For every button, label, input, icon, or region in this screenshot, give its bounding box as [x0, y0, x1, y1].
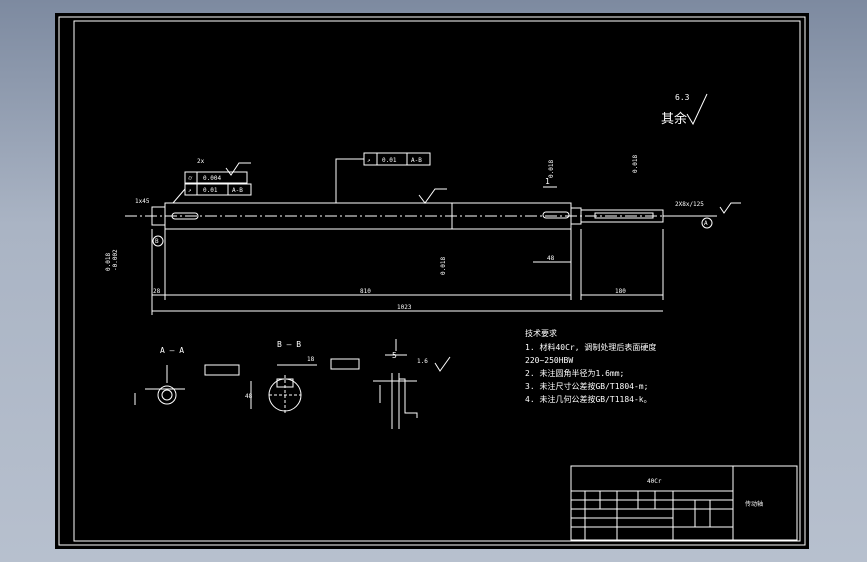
section-a: A — A: [134, 346, 185, 405]
keyway-left: [171, 212, 199, 220]
roughness-mark-mid: [418, 188, 447, 204]
title-block: 40Cr 传动轴: [570, 465, 798, 541]
outer-border: [58, 16, 806, 546]
section-b: B — B 18 48: [204, 340, 360, 413]
tol-1-value: 0.004: [203, 175, 221, 182]
dim-section-length: 18: [307, 356, 315, 363]
tech-req-title: 技术要求: [525, 328, 557, 338]
dim-right-end: 180: [615, 288, 626, 295]
detail-sub: 1.6: [417, 358, 428, 365]
dim-middle: 810: [360, 288, 371, 295]
tol-upper-right-2: 0.018: [632, 155, 639, 173]
roughness-symbol: [686, 93, 708, 126]
tol-leader-mid: [335, 158, 364, 203]
tech-req-line-4: 3. 未注尺寸公差按GB/T1804-m;: [525, 381, 648, 391]
title-drawing-name: 传动轴: [745, 500, 763, 508]
tech-req-line-5: 4. 未注几何公差按GB/T1184-k。: [525, 394, 652, 404]
section-b-label: B — B: [277, 340, 301, 349]
dim-section-height: 48: [245, 393, 253, 400]
datum-b-label: B: [155, 238, 159, 245]
datum-circle-b: [152, 235, 164, 247]
roughness-mark-left: [225, 162, 251, 176]
drawing-sheet: 其余 6.3 B A ⌭ 0.004 ↗ 0.01 A-B 2x ↗: [55, 13, 809, 549]
tol-upper-left: 0.018: [105, 253, 112, 271]
spline-label: 2X8x/125: [675, 201, 704, 208]
section-a-label: A — A: [160, 346, 184, 355]
roughness-label: 其余: [661, 111, 687, 127]
dim-left-end: 28: [153, 288, 161, 295]
drawing-canvas: 其余 6.3 B A ⌭ 0.004 ↗ 0.01 A-B 2x ↗: [58, 16, 806, 546]
tech-req-line-2: 220~250HBW: [525, 356, 573, 365]
datum-circle-a: [701, 217, 713, 229]
datum-a-label: A: [704, 220, 708, 227]
inner-border: [73, 20, 801, 542]
tolerance-frame-1: ⌭ 0.004: [184, 171, 248, 184]
spline-section: [594, 212, 654, 219]
tol-upper-right: 0.018: [548, 160, 555, 178]
tol-upper-mid: 0.018: [440, 257, 447, 275]
tolerance-frame-2: ↗ 0.01 A-B: [184, 183, 252, 196]
tech-req-line-3: 2. 未注圆角半径为1.6mm;: [525, 368, 624, 378]
roughness-mark-right: [719, 202, 741, 214]
dim-total: 1023: [397, 304, 412, 311]
tol-1-symbol: ⌭: [188, 175, 193, 182]
tol-2-datum: A-B: [232, 187, 243, 194]
tol-leader-left: [172, 188, 186, 204]
title-material: 40Cr: [647, 478, 662, 485]
tol-2-symbol: ↗: [188, 187, 192, 194]
chamfer-label: 1x45: [135, 198, 150, 205]
dimension-lines: [151, 229, 664, 315]
tol-3-symbol: ↗: [367, 157, 371, 164]
count-label: 2x: [197, 158, 205, 165]
keyway-mid: [542, 211, 570, 219]
tol-3-value: 0.01: [382, 157, 397, 164]
tol-lower-left: -0.002: [112, 249, 119, 271]
tol-2-value: 0.01: [203, 187, 218, 194]
ref-label: 1: [545, 177, 550, 186]
detail-view: 5 1.6: [373, 339, 451, 429]
dim-keyway: 48: [547, 255, 555, 262]
tech-req-line-1: 1. 材料40Cr, 调制处理后表面硬度: [525, 342, 656, 352]
tech-requirements: 技术要求 1. 材料40Cr, 调制处理后表面硬度 220~250HBW 2. …: [525, 328, 656, 404]
roughness-value: 6.3: [675, 93, 690, 102]
tolerance-frame-3: ↗ 0.01 A-B: [363, 152, 431, 166]
shaft-view: [125, 202, 717, 230]
tol-3-datum: A-B: [411, 157, 422, 164]
